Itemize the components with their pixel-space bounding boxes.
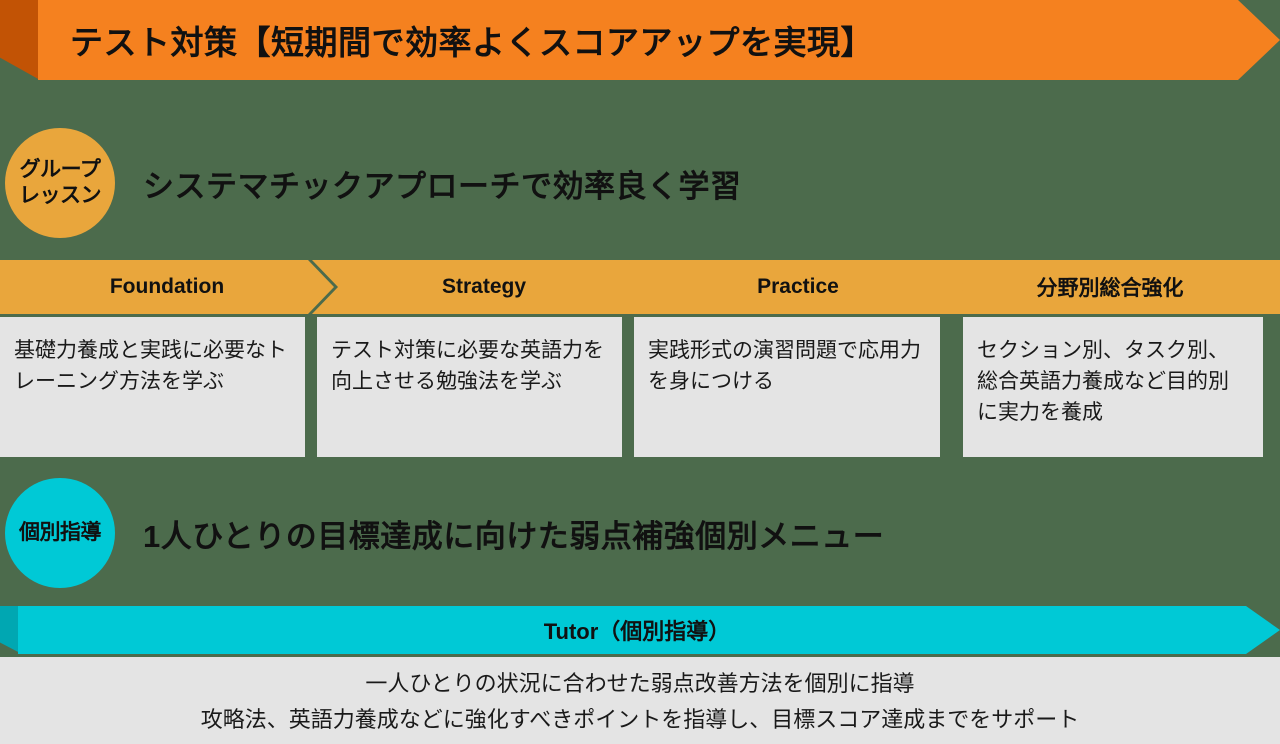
step-card-practice: 実践形式の演習問題で応用力を身につける (634, 317, 940, 457)
step-card-text-field-reinforcement: セクション別、タスク別、総合英語力養成など目的別に実力を養成 (977, 339, 1229, 425)
step-cards-row: 基礎力養成と実践に必要なトレーニング方法を学ぶ テスト対策に必要な英語力を向上さ… (0, 317, 1280, 457)
step-card-text-foundation: 基礎力養成と実践に必要なトレーニング方法を学ぶ (14, 339, 287, 394)
step-arrow-practice: Practice (626, 260, 970, 314)
step-label-field-reinforcement: 分野別総合強化 (1036, 277, 1184, 300)
tutor-section-header: 個別指導 1人ひとりの目標達成に向けた弱点補強個別メニュー (0, 478, 884, 588)
step-card-text-practice: 実践形式の演習問題で応用力を身につける (648, 339, 921, 394)
step-arrow-foundation: Foundation (0, 260, 334, 314)
header-title: テスト対策【短期間で効率よくスコアアップを実現】 (70, 24, 874, 61)
step-arrow-field-reinforcement: 分野別総合強化 (940, 260, 1280, 314)
header-banner-body: テスト対策【短期間で効率よくスコアアップを実現】 (38, 0, 1280, 80)
group-lesson-badge-line2: レッスン (19, 184, 102, 207)
tutor-description-line-1: 一人ひとりの状況に合わせた弱点改善方法を個別に指導 (365, 670, 915, 696)
step-label-strategy: Strategy (441, 275, 527, 298)
group-lesson-badge: グループ レッスン (5, 128, 115, 238)
header-banner: テスト対策【短期間で効率よくスコアアップを実現】 (0, 0, 1280, 80)
tutor-bar-label: Tutor（個別指導） (543, 619, 731, 644)
tutor-description-card: 一人ひとりの状況に合わせた弱点改善方法を個別に指導 攻略法、英語力養成などに強化… (0, 657, 1280, 744)
group-lesson-section-header: グループ レッスン システマチックアプローチで効率良く学習 (0, 128, 742, 238)
step-card-strategy: テスト対策に必要な英語力を向上させる勉強法を学ぶ (317, 317, 622, 457)
step-arrow-strategy: Strategy (312, 260, 656, 314)
tutor-bar-body: Tutor（個別指導） (18, 606, 1280, 654)
tutor-bar-fold-shadow (0, 606, 22, 654)
step-card-foundation: 基礎力養成と実践に必要なトレーニング方法を学ぶ (0, 317, 305, 457)
tutor-title: 1人ひとりの目標達成に向けた弱点補強個別メニュー (143, 518, 885, 554)
group-lesson-title: システマチックアプローチで効率良く学習 (143, 168, 742, 204)
step-label-practice: Practice (757, 275, 839, 298)
tutor-description-line-2: 攻略法、英語力養成などに強化すべきポイントを指導し、目標スコア達成までをサポート (200, 706, 1080, 732)
step-card-text-strategy: テスト対策に必要な英語力を向上させる勉強法を学ぶ (331, 339, 604, 394)
step-card-field-reinforcement: セクション別、タスク別、総合英語力養成など目的別に実力を養成 (963, 317, 1263, 457)
group-lesson-badge-line1: グループ (19, 158, 101, 182)
step-arrows-row: Foundation Strategy Practice 分野別総合強化 (0, 260, 1280, 314)
tutor-badge: 個別指導 (5, 478, 115, 588)
step-label-foundation: Foundation (109, 275, 225, 298)
tutor-badge-line1: 個別指導 (19, 521, 102, 545)
tutor-bar: Tutor（個別指導） (0, 606, 1280, 654)
header-fold-shadow (0, 0, 40, 80)
